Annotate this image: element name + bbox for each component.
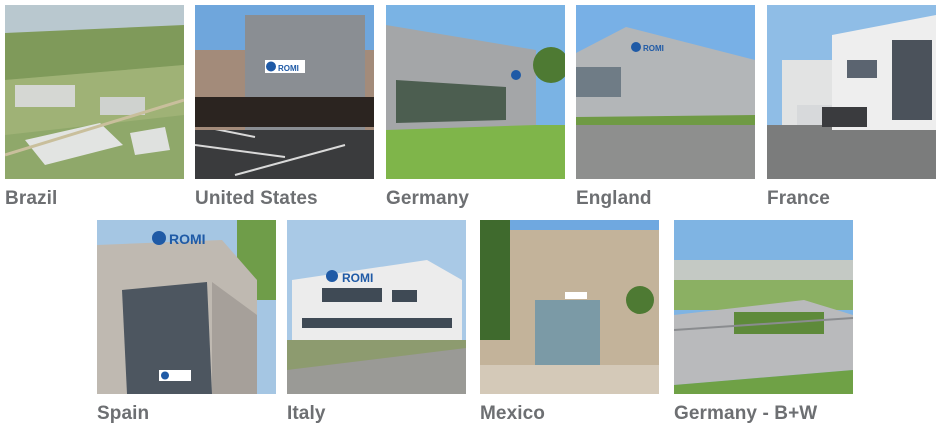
photo-brazil xyxy=(5,5,184,179)
caption-germany: Germany xyxy=(386,188,470,209)
photo-italy: ROMI xyxy=(287,220,466,394)
romi-logo-text: ROMI xyxy=(342,271,373,285)
romi-logo-text: ROMI xyxy=(278,64,299,73)
romi-logo-text: ROMI xyxy=(169,231,206,247)
caption-united-states: United States xyxy=(195,188,318,209)
caption-france: France xyxy=(767,188,830,209)
photo-united-states: ROMI xyxy=(195,5,374,179)
photo-mexico xyxy=(480,220,659,394)
caption-germany-bw: Germany - B+W xyxy=(674,403,818,424)
romi-logo-text: ROMI xyxy=(643,44,664,53)
caption-brazil: Brazil xyxy=(5,188,58,209)
caption-spain: Spain xyxy=(97,403,150,424)
caption-italy: Italy xyxy=(287,403,326,424)
photo-france xyxy=(767,5,936,179)
caption-england: England xyxy=(576,188,652,209)
photo-spain: ROMI xyxy=(97,220,276,394)
photo-germany-bw xyxy=(674,220,853,394)
caption-mexico: Mexico xyxy=(480,403,546,424)
photo-england: ROMI xyxy=(576,5,755,179)
photo-germany xyxy=(386,5,565,179)
